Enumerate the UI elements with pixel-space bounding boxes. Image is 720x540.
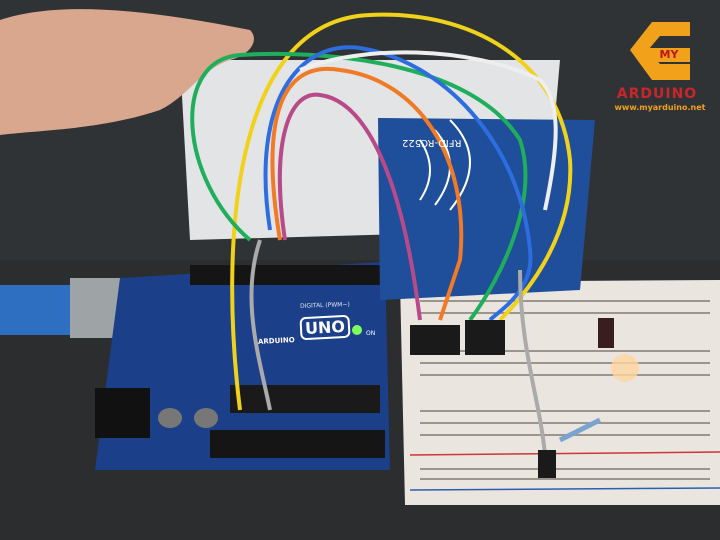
hand bbox=[0, 9, 254, 136]
myarduino-logo-icon bbox=[630, 22, 690, 80]
jumper-wires bbox=[190, 12, 573, 456]
wire-connector-block bbox=[465, 320, 505, 355]
power-jack bbox=[95, 388, 150, 438]
watermark-brand: ARDUINO bbox=[616, 86, 698, 102]
atmega-chip bbox=[230, 385, 380, 413]
wire-connector bbox=[538, 450, 556, 478]
rfid-module-label: RFID-RC522 bbox=[402, 137, 462, 148]
capacitor bbox=[194, 408, 218, 428]
rfid-module bbox=[378, 118, 595, 300]
resistor bbox=[558, 417, 602, 443]
digital-headers bbox=[190, 265, 380, 285]
lit-led bbox=[611, 354, 639, 382]
capacitor bbox=[158, 408, 182, 428]
analog-headers bbox=[210, 430, 385, 458]
breadboard-red-rail bbox=[409, 451, 720, 456]
board-model-label: UNO bbox=[299, 314, 351, 341]
watermark-url: www.myarduino.net bbox=[614, 103, 706, 112]
on-led-label: ON bbox=[366, 330, 376, 337]
power-led bbox=[352, 325, 362, 335]
wire-connector-block bbox=[410, 325, 460, 355]
breadboard-blue-rail bbox=[409, 487, 720, 491]
red-jumper bbox=[598, 318, 614, 348]
watermark-my: MY bbox=[648, 48, 690, 62]
